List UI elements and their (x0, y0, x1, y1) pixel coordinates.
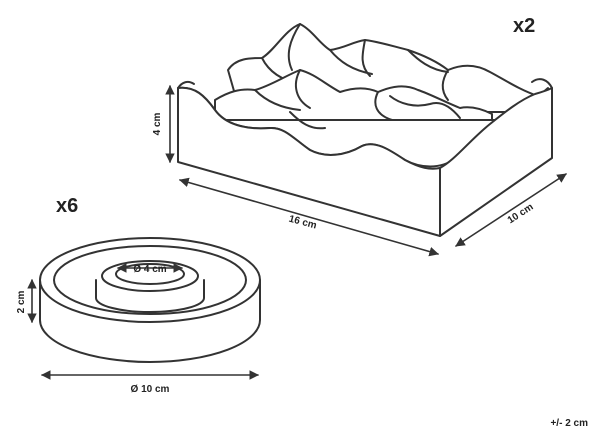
coaster-diameter-dimension: Ø 10 cm (41, 370, 259, 395)
tolerance-note: +/- 2 cm (550, 418, 588, 429)
coaster-hole-label: Ø 4 cm (133, 264, 166, 275)
tray-quantity: x2 (513, 15, 535, 37)
coaster-center-boss (95, 279, 205, 313)
tray-width-label: 10 cm (506, 202, 536, 227)
tray-length-label: 16 cm (288, 214, 318, 232)
coaster-hole-dimension: Ø 4 cm (117, 263, 183, 275)
coaster-height-dimension: 2 cm (16, 279, 37, 323)
coaster-height-label: 2 cm (16, 290, 27, 313)
tray-height-label: 4 cm (152, 112, 163, 135)
coaster-drawing (39, 237, 261, 363)
coaster-diameter-label: Ø 10 cm (131, 384, 170, 395)
coaster-quantity: x6 (56, 195, 78, 217)
tray-height-dimension: 4 cm (152, 85, 175, 163)
tray-drawing (177, 23, 553, 237)
coaster-inner-rim (53, 245, 247, 315)
